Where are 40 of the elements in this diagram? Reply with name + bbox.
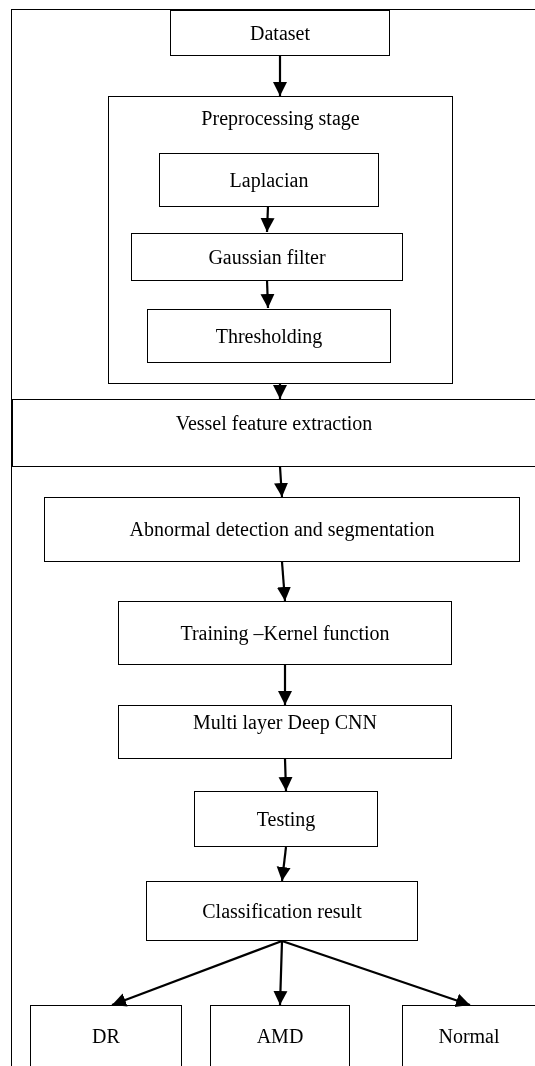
box-label: Normal <box>438 1024 500 1048</box>
process-box <box>30 1005 182 1066</box>
arrow <box>273 384 287 399</box>
arrow <box>260 205 275 233</box>
box-label: Multi layer Deep CNN <box>193 710 377 734</box>
stage-box <box>108 96 453 384</box>
process-box <box>194 791 378 847</box>
process-box <box>131 233 403 281</box>
box-label: AMD <box>256 1024 304 1048</box>
arrow <box>260 279 275 309</box>
process-box <box>170 10 390 56</box>
arrow <box>281 939 471 1008</box>
arrow <box>278 758 293 792</box>
process-box <box>210 1005 350 1066</box>
process-box <box>159 153 379 207</box>
arrow <box>276 846 291 882</box>
box-label: Dataset <box>250 21 310 45</box>
process-box <box>146 881 418 941</box>
box-label: Vessel feature extraction <box>175 411 373 435</box>
process-box <box>402 1005 535 1066</box>
box-label: Classification result <box>202 899 362 923</box>
process-box <box>118 705 452 759</box>
box-label: Thresholding <box>215 324 323 348</box>
box-label: Testing <box>256 807 316 831</box>
stage-title: Preprocessing stage <box>201 107 360 130</box>
arrow <box>273 940 288 1006</box>
arrow <box>278 665 292 705</box>
box-label: Gaussian filter <box>208 245 326 269</box>
process-box <box>44 497 520 562</box>
box-label: Training –Kernel function <box>180 621 390 645</box>
process-box <box>12 399 535 467</box>
arrow <box>274 466 289 498</box>
box-label: Laplacian <box>229 168 309 192</box>
arrow <box>276 561 291 602</box>
box-label: DR <box>92 1024 120 1048</box>
process-box <box>118 601 452 665</box>
box-label: Abnormal detection and segmentation <box>129 518 435 541</box>
process-box <box>147 309 391 363</box>
arrow <box>111 939 283 1007</box>
arrow <box>273 56 287 96</box>
